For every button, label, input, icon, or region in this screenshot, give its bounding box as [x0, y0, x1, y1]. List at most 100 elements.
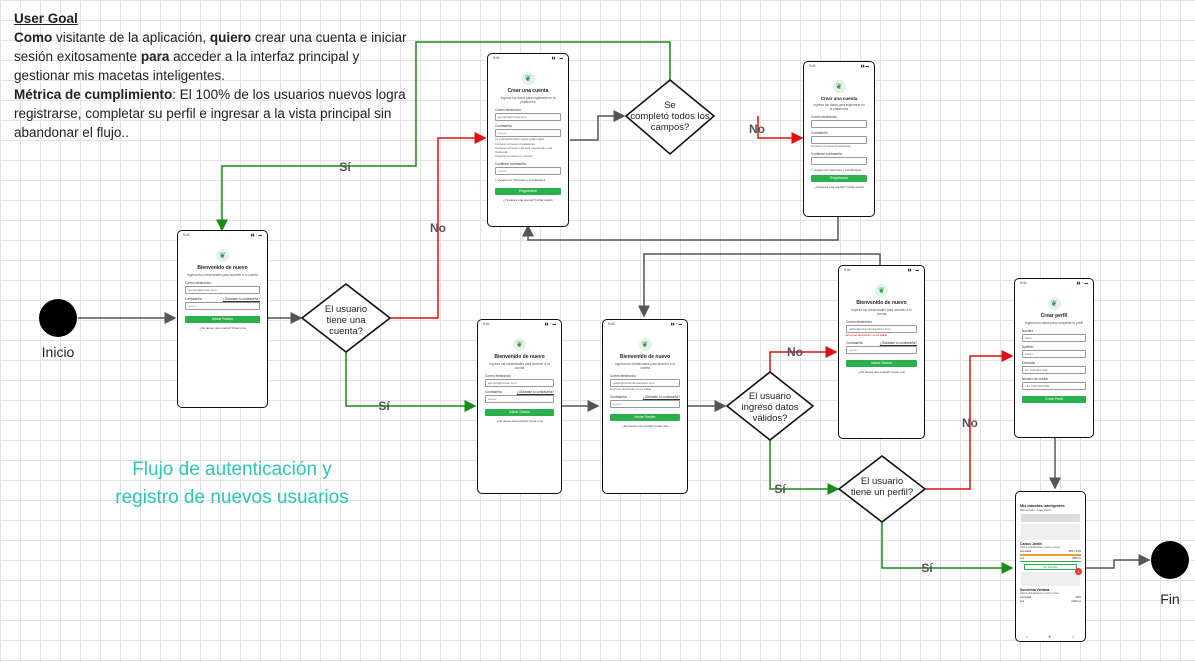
light-bar: [1020, 560, 1081, 562]
end-label: Fin: [1160, 591, 1179, 607]
password-input[interactable]: ••••••••: [185, 302, 260, 310]
edge-label-no-2: No: [749, 122, 765, 136]
edge-invalid-data: [769, 346, 838, 372]
terms-checkbox[interactable]: ☐ Acepto los Términos y Condiciones: [811, 167, 862, 172]
edge-register-decision: [570, 110, 626, 141]
leaf-icon: ❦: [875, 284, 888, 297]
edge-no-profile: [925, 350, 1014, 490]
flow-title: Flujo de autenticación y registro de nue…: [115, 459, 349, 508]
forgot-password-link[interactable]: ¿Olvidaste tu contraseña?: [222, 297, 260, 301]
decision-has-profile: [837, 454, 927, 524]
email-input[interactable]: ejemplo@correo.com: [185, 286, 260, 294]
edge-register-error-back: [522, 216, 839, 241]
email-input[interactable]: pablo@restarmbosaindice.com: [846, 325, 917, 333]
leaf-icon: ❦: [216, 249, 229, 262]
plant-image: 1: [1021, 568, 1082, 586]
create-profile-button[interactable]: Crear Perfil: [1022, 396, 1086, 403]
password-input[interactable]: ••••••••: [846, 345, 917, 354]
name-input[interactable]: Juan: [1022, 334, 1086, 342]
decision-fields-complete: [624, 78, 716, 156]
email-input[interactable]: ejemplo@correo.com: [485, 379, 554, 387]
end-node: [1151, 541, 1189, 579]
lastname-input[interactable]: Pérez: [1022, 350, 1086, 358]
edge-label-yes-3: Sí: [774, 482, 786, 496]
login-title: Bienvenido de nuevo: [197, 265, 248, 271]
bottom-nav: ⌂ ❦ ☺: [1016, 634, 1085, 639]
user-icon[interactable]: ☺: [1071, 634, 1076, 639]
leaf-icon: ❦: [1047, 297, 1061, 310]
edge-has-profile: [881, 522, 1014, 574]
login-button[interactable]: Iniciar Sesión: [846, 359, 917, 367]
home-icon[interactable]: ⌂: [1025, 634, 1029, 639]
user-goal-text: User Goal Como visitante de la aplicació…: [14, 9, 414, 142]
humidity-bar: [1020, 554, 1081, 556]
confirm-password-input[interactable]: ••••••••: [495, 166, 561, 175]
start-node: [39, 299, 77, 337]
edge-fields-incomplete: [757, 116, 804, 144]
edge-label-yes-1: Sí: [339, 160, 351, 174]
alert-badge: 1: [1075, 568, 1082, 575]
edge-valid-data: [769, 440, 840, 495]
leaf-icon: ❦: [832, 80, 846, 93]
plant-image: [1021, 524, 1080, 540]
login-button[interactable]: Iniciar Sesión: [185, 316, 260, 323]
create-account-link[interactable]: ¿No tienes una cuenta? Crear una: [496, 419, 543, 423]
edge-label-yes-4: Sí: [921, 561, 933, 575]
edge-login-error-back: [638, 253, 881, 318]
screen-register: 9:41▮▮ ◔ ▬ ❦ Crear una cuenta Ingresa tu…: [487, 53, 569, 227]
create-account-link[interactable]: ¿No tienes una cuenta? Crear una: [858, 369, 905, 374]
register-button[interactable]: Registrarse: [811, 174, 867, 182]
forgot-password-link[interactable]: ¿Olvidaste tu contraseña?: [879, 340, 917, 345]
password-input[interactable]: ••••••••: [485, 395, 554, 403]
leaf-icon: ❦: [513, 338, 526, 351]
user-goal-heading: User Goal: [14, 11, 78, 26]
password-input[interactable]: ••••••••: [610, 399, 680, 408]
user-goal-statement: Como visitante de la aplicación, quiero …: [14, 30, 407, 83]
plant-icon[interactable]: ❦: [1047, 634, 1052, 639]
forgot-password-link[interactable]: ¿Olvidaste tu contraseña?: [516, 390, 554, 394]
edge-label-no-1: No: [430, 221, 446, 235]
search-bar[interactable]: [1021, 514, 1080, 522]
phone-input[interactable]: +51 | 999 999 999: [1022, 382, 1086, 390]
edge-label-no-3: No: [787, 345, 803, 359]
edge-has-account: [345, 352, 477, 412]
leaf-icon: ❦: [638, 338, 652, 351]
password-input[interactable]: ••••••••: [495, 129, 561, 137]
terms-checkbox[interactable]: ☐ Acepto los Términos y Condiciones: [495, 177, 546, 182]
user-goal-metric: Métrica de cumplimiento: El 100% de los …: [14, 87, 406, 140]
details-button[interactable]: Ver Detalles: [1024, 564, 1077, 570]
login-link[interactable]: ¿Ya tienes una cuenta? Iniciar sesión: [814, 184, 864, 189]
edge-no-account: [390, 132, 487, 319]
edge-home-end: [1086, 554, 1151, 569]
confirm-password-input[interactable]: [811, 156, 867, 165]
register-button[interactable]: Registrarse: [495, 187, 561, 195]
email-input[interactable]: ejemplo@correo.com: [495, 113, 561, 121]
decision-has-account: [300, 282, 392, 354]
start-label: Inicio: [42, 344, 75, 360]
edge-label-no-4: No: [962, 416, 978, 430]
email-input[interactable]: [811, 120, 867, 128]
decision-valid-data: [725, 370, 815, 442]
screen-register-error: 9:41▮▮ ▬ ❦ Crear una cuenta Ingresa tus …: [803, 61, 875, 217]
screen-login-filled: 9:41▮▮ ◔ ▬ ❦ Bienvenido de nuevo Ingresa…: [602, 319, 688, 494]
screen-login-2: 9:41▮▮ ◔ ▬ ❦ Bienvenido de nuevo Ingresa…: [477, 319, 562, 494]
edge-label-yes-2: Sí: [378, 399, 390, 413]
create-account-link[interactable]: ¿No tienes una cuenta? Crear una: [199, 326, 246, 330]
forgot-password-link[interactable]: ¿Olvidaste tu contraseña?: [642, 394, 680, 399]
login-button[interactable]: Iniciar Sesión: [485, 409, 554, 416]
screen-login-error: 9:41▮▮ ◔ ▬ ❦ Bienvenido de nuevo Ingresa…: [838, 265, 925, 439]
create-account-link[interactable]: ¿No tienes una cuenta? Crear una: [621, 423, 669, 428]
leaf-icon: ❦: [521, 72, 535, 85]
address-input[interactable]: Av. Principal 123: [1022, 366, 1086, 374]
edge-fields-complete: [216, 41, 671, 232]
login-link[interactable]: ¿Ya tienes una cuenta? Iniciar sesión: [503, 197, 553, 202]
screen-home: Mis macetas inteligentes Bienvenido, Jua…: [1015, 491, 1086, 642]
email-input[interactable]: pablo@restarmbosaindice.com: [610, 379, 680, 387]
login-button[interactable]: Iniciar Sesión: [610, 413, 680, 421]
password-input[interactable]: [811, 136, 867, 144]
